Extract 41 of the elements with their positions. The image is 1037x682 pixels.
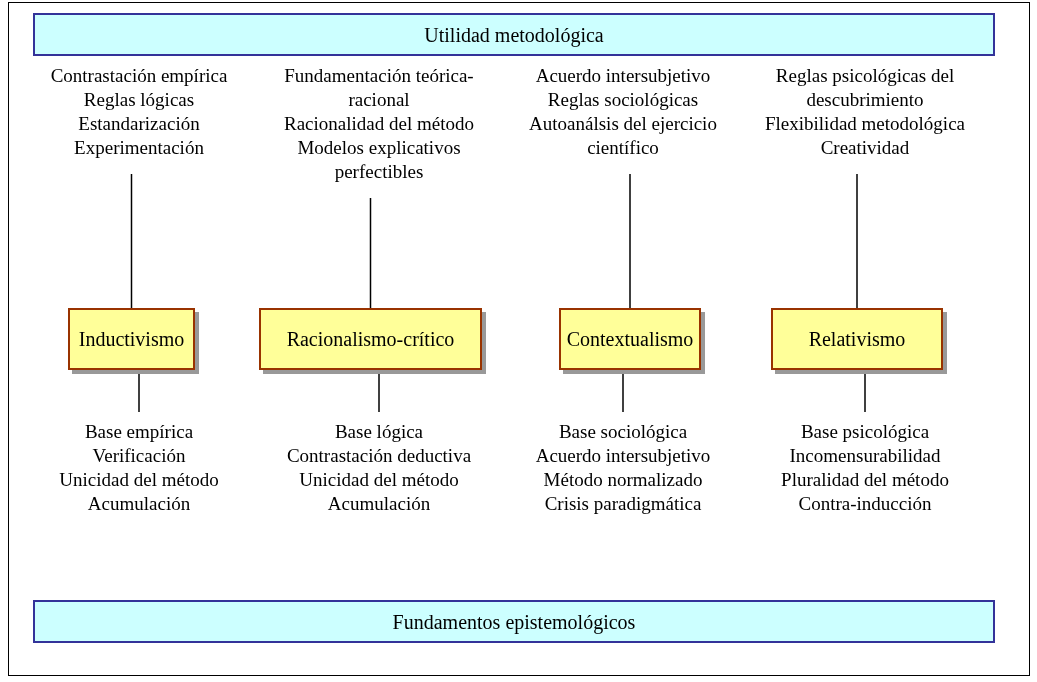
- title-band: [33, 13, 995, 56]
- title-band: [33, 600, 995, 643]
- list-item: Método normalizado: [543, 468, 703, 492]
- list-item: Crisis paradigmática: [544, 492, 702, 516]
- list-item: Contra-inducción: [798, 492, 932, 516]
- list-item: Contrastación deductiva: [286, 444, 472, 468]
- connector-line: [629, 173, 631, 309]
- band-title: Utilidad metodológica: [424, 22, 604, 49]
- list-item: Reglas psicológicas del descubrimiento: [774, 64, 956, 112]
- list-item: Base sociológica: [558, 420, 688, 444]
- concept-label: Contextualismo: [566, 327, 694, 351]
- concept-label: Racionalismo-crítico: [286, 327, 455, 351]
- list-item: Pluralidad del método: [781, 468, 949, 492]
- list-item: Creatividad: [820, 136, 910, 160]
- list-item: Experimentación: [74, 136, 204, 160]
- list-item: Acumulación: [327, 492, 431, 516]
- list-item: Verificación: [92, 444, 186, 468]
- list-item: Modelos explicativos perfectibles: [296, 136, 462, 184]
- connector-line: [856, 173, 858, 309]
- list-item: Contrastación empírica: [50, 64, 228, 88]
- connector-line: [369, 197, 372, 309]
- list-item: Base lógica: [334, 420, 424, 444]
- concept-label: Inductivismo: [78, 327, 185, 351]
- list-item: Acumulación: [87, 492, 191, 516]
- list-item: Racionalidad del método: [284, 112, 474, 136]
- concept-label: Relativismo: [808, 327, 906, 351]
- connector-line: [130, 173, 133, 309]
- list-item: Base empírica: [84, 420, 194, 444]
- list-item: Acuerdo intersubjetivo: [535, 64, 711, 88]
- list-item: Autoanálsis del ejercicio científico: [528, 112, 718, 160]
- list-item: Estandarización: [78, 112, 200, 136]
- list-item: Flexibilidad metodológica: [765, 112, 965, 136]
- list-item: Reglas sociológicas: [547, 88, 699, 112]
- list-item: Base psicológica: [800, 420, 930, 444]
- list-item: Reglas lógicas: [83, 88, 195, 112]
- list-item: Acuerdo intersubjetivo: [535, 444, 711, 468]
- list-item: Fundamentación teórica-racional: [283, 64, 475, 112]
- list-item: Incomensurabilidad: [789, 444, 941, 468]
- list-item: Unicidad del método: [299, 468, 459, 492]
- list-item: Unicidad del método: [59, 468, 219, 492]
- band-title: Fundamentos epistemológicos: [392, 609, 636, 636]
